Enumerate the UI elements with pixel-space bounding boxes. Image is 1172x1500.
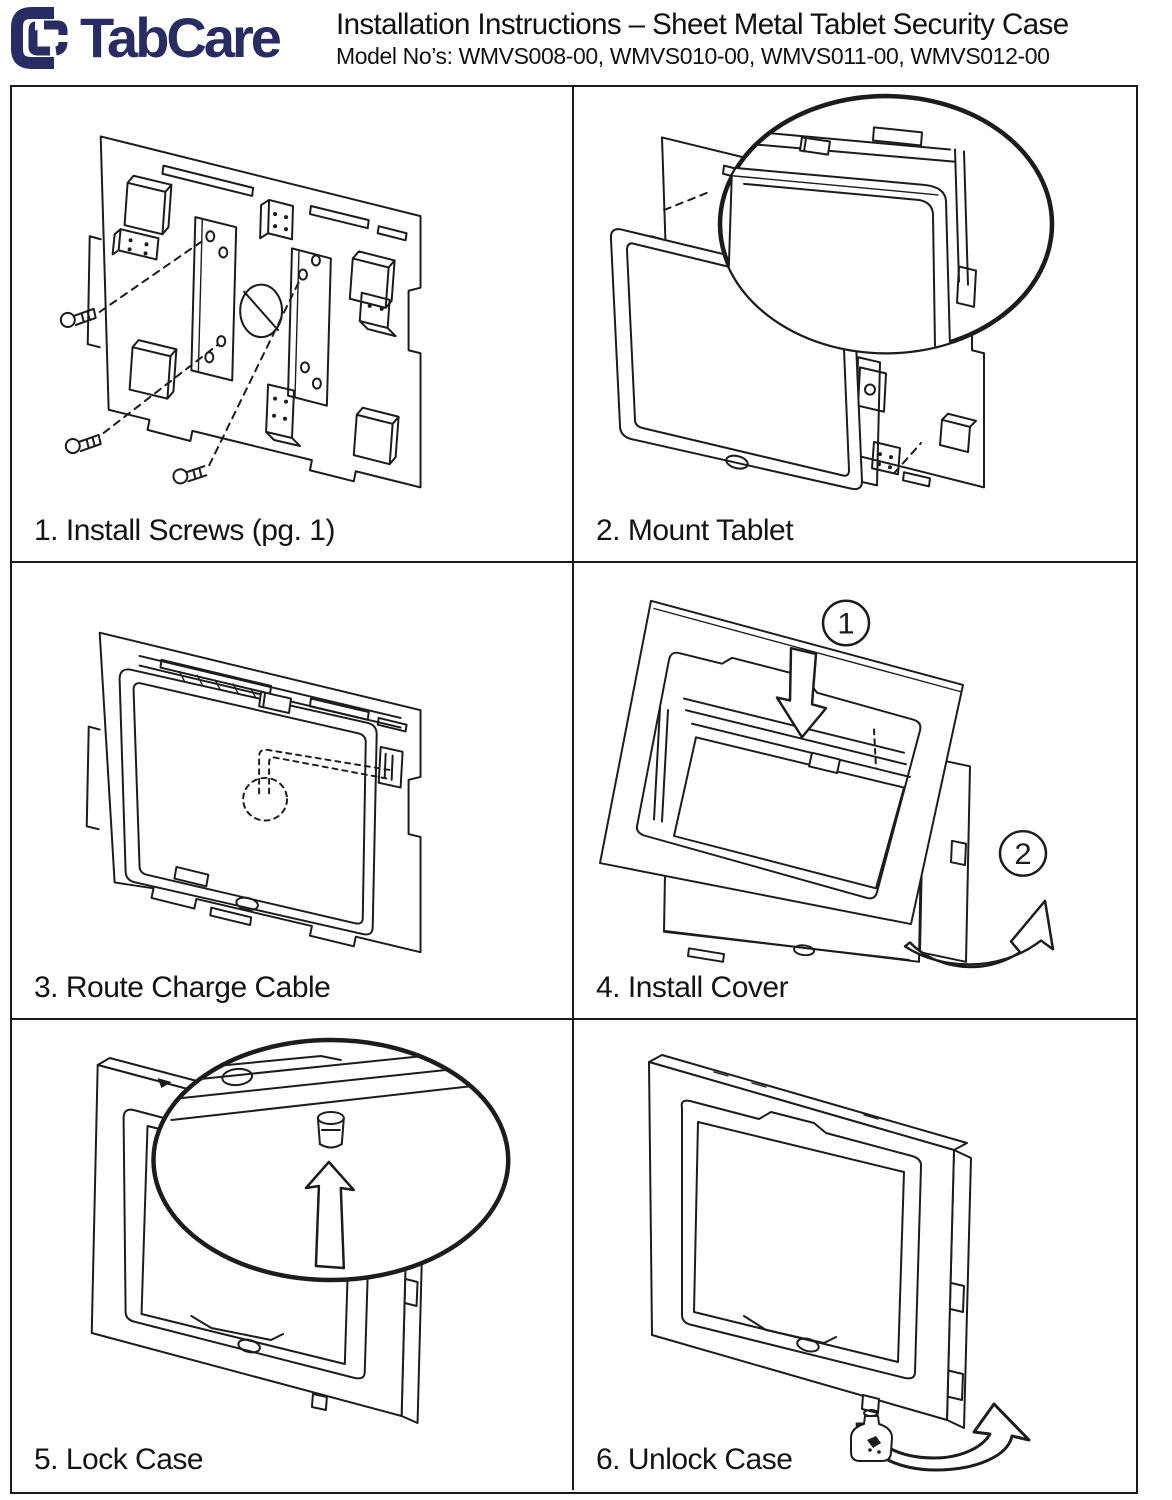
step-2-illustration xyxy=(609,93,1055,491)
assembled-case xyxy=(648,1054,972,1429)
cover-frame xyxy=(599,599,964,926)
step-2-panel: 2. Mount Tablet xyxy=(574,87,1136,563)
up-arrow-icon xyxy=(304,1160,356,1270)
step-5-panel: 5. Lock Case xyxy=(12,1020,574,1490)
callout-2: 2 xyxy=(998,829,1048,877)
brand-name: TabCare xyxy=(80,6,282,69)
step-6-illustration xyxy=(648,1054,1031,1472)
assembly-bottom xyxy=(663,930,910,963)
back-plate-drawing xyxy=(59,135,422,489)
step-6-panel: 6. Unlock Case xyxy=(574,1020,1136,1490)
instruction-grid: 1. Install Screws (pg. 1) xyxy=(10,85,1138,1494)
step-1-illustration xyxy=(59,135,422,489)
tablet-in-case xyxy=(118,668,378,936)
step-6-caption: 6. Unlock Case xyxy=(596,1443,793,1476)
home-button xyxy=(235,896,259,911)
page-header: TabCare Installation Instructions – Shee… xyxy=(0,0,1172,85)
rotation-arrow-icon xyxy=(855,1402,1031,1472)
corner-brackets xyxy=(111,198,397,448)
home-button xyxy=(796,1337,820,1353)
step-4-panel: 1 2 4. Install Cover xyxy=(574,563,1136,1020)
foam-pads xyxy=(123,174,400,466)
step-3-illustration xyxy=(85,631,422,954)
tablet-through-opening xyxy=(653,697,911,890)
callout-1-number: 1 xyxy=(837,607,854,640)
lock-pin-icon xyxy=(316,1111,345,1149)
key-icon xyxy=(850,1394,893,1462)
magnifier-ellipse xyxy=(151,1037,511,1283)
cable-routing-dashed xyxy=(242,748,392,822)
tabcare-logo-icon xyxy=(11,6,68,69)
magnified-lock xyxy=(160,1047,509,1270)
camera-hole xyxy=(239,283,284,339)
step-4-illustration: 1 2 xyxy=(599,599,1055,969)
document-title: Installation Instructions – Sheet Metal … xyxy=(336,8,1069,41)
callout-1: 1 xyxy=(821,599,871,647)
rotate-arrow-icon xyxy=(903,899,1055,969)
step-4-caption: 4. Install Cover xyxy=(596,971,789,1004)
magnified-top-clamp xyxy=(723,126,977,353)
down-arrow-icon xyxy=(775,646,828,739)
screw-icon xyxy=(59,307,208,485)
step-5-caption: 5. Lock Case xyxy=(34,1443,204,1476)
magnifier-ellipse xyxy=(717,93,1055,355)
screw-leader-lines xyxy=(98,237,302,467)
step-1-panel: 1. Install Screws (pg. 1) xyxy=(12,87,574,563)
home-button xyxy=(237,1338,261,1354)
model-numbers: Model No’s: WMVS008-00, WMVS010-00, WMVS… xyxy=(336,43,1050,69)
tabcare-logo: TabCare xyxy=(8,4,282,72)
mount-rails xyxy=(190,216,332,407)
callout-2-number: 2 xyxy=(1014,838,1031,871)
step-2-caption: 2. Mount Tablet xyxy=(596,514,794,547)
lock-stub xyxy=(310,1393,328,1411)
charge-connector xyxy=(377,745,404,789)
step-5-illustration xyxy=(90,1037,511,1424)
title-block: Installation Instructions – Sheet Metal … xyxy=(336,8,1069,70)
step-3-panel: 3. Route Charge Cable xyxy=(12,563,574,1020)
step-1-caption: 1. Install Screws (pg. 1) xyxy=(34,514,335,547)
home-button xyxy=(725,454,749,470)
step-3-caption: 3. Route Charge Cable xyxy=(34,971,331,1004)
